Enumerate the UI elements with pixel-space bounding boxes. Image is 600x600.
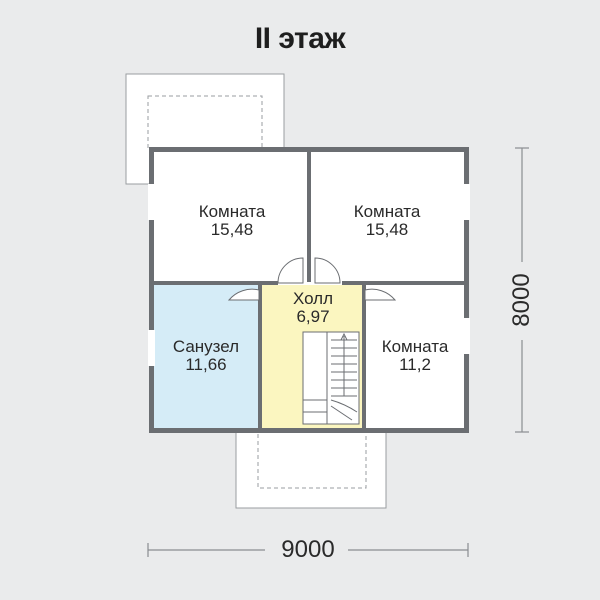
room-name: Холл [292,289,334,308]
stairs [302,331,360,425]
dimension-width-label: 9000 [281,536,335,563]
room-area: 15,48 [210,220,254,239]
outer-walls [149,147,469,433]
dimension-line-width [147,543,469,557]
room-name: Санузел [172,337,240,356]
room-name: Комната [381,337,449,356]
room-name: Комната [353,202,421,221]
room-area: 11,2 [399,355,431,374]
windows [148,184,470,366]
room-label-bathroom: Санузел 11,66 [155,338,257,374]
dimension-depth-label: 8000 [508,273,535,327]
inner-walls [152,150,466,430]
room-label-bottom-right: Комната 11,2 [366,338,464,374]
room-label-top-left: Комната 15,48 [160,203,304,239]
room-area: 6,97 [296,307,330,326]
room-area: 11,66 [185,355,227,374]
dimension-line-depth [515,147,529,433]
room-name: Комната [198,202,266,221]
bottom-balcony [235,427,387,509]
room-label-hall: Холл 6,97 [262,290,364,326]
bathroom-fill [152,285,259,428]
room-label-top-right: Комната 15,48 [314,203,460,239]
room-area: 15,48 [365,220,409,239]
floor-title: II этаж [254,22,346,55]
doors [227,257,397,301]
